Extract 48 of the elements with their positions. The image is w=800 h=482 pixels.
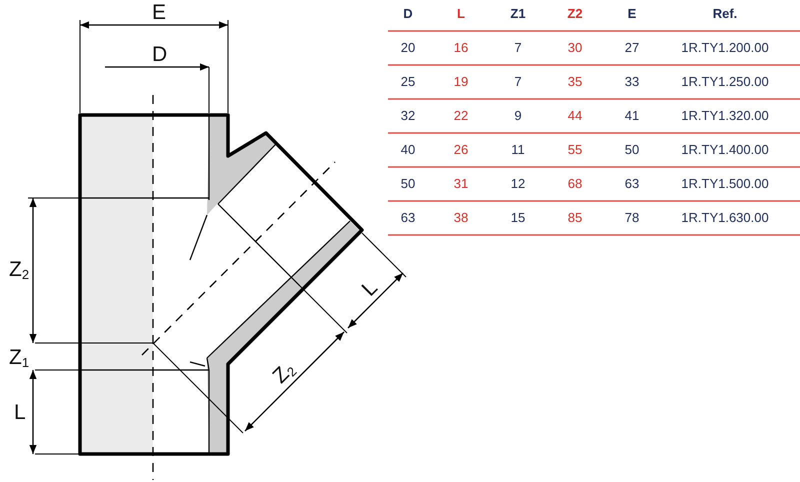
table-value: 50	[624, 143, 640, 156]
table-value: 15	[510, 211, 526, 224]
table-value: 1R.TY1.630.00	[681, 211, 769, 224]
table-value: 1R.TY1.500.00	[681, 177, 769, 190]
table-value: 19	[454, 75, 468, 88]
dimension-label: D	[152, 44, 168, 65]
table-value: 27	[624, 41, 640, 54]
table-value: 40	[400, 143, 416, 156]
table-value: 44	[568, 109, 582, 122]
column-header: L	[457, 7, 465, 20]
column-header: E	[628, 7, 636, 20]
table-value: 32	[400, 109, 416, 122]
table-value: 63	[624, 177, 640, 190]
table-value: 41	[624, 109, 640, 122]
table-value: 85	[568, 211, 582, 224]
table-value: 68	[568, 177, 582, 190]
dimension-label: L	[14, 402, 26, 423]
table-value: 1R.TY1.200.00	[681, 41, 769, 54]
table-value: 9	[514, 109, 522, 122]
table-value: 50	[400, 177, 416, 190]
dimension-label: E	[152, 2, 166, 23]
table-value: 55	[568, 143, 582, 156]
table-value: 16	[454, 41, 468, 54]
column-header: Z2	[567, 7, 583, 20]
column-header: Ref.	[712, 7, 738, 20]
column-header: D	[403, 7, 413, 20]
table-value: 1R.TY1.320.00	[681, 109, 769, 122]
dimension-label: Z$_{1}$	[9, 347, 30, 369]
table-value: 38	[454, 211, 468, 224]
dimension-label: L	[358, 276, 382, 300]
table-value: 26	[454, 143, 468, 156]
table-value: 25	[400, 75, 416, 88]
table-value: 1R.TY1.400.00	[681, 143, 769, 156]
table-value: 78	[624, 211, 640, 224]
table-value: 11	[511, 143, 525, 156]
table-value: 1R.TY1.250.00	[681, 75, 769, 88]
column-header: Z1	[510, 7, 526, 20]
table-value: 22	[454, 109, 468, 122]
table-value: 12	[510, 177, 526, 190]
table-value: 7	[514, 75, 522, 88]
table-value: 20	[400, 41, 416, 54]
table-value: 31	[454, 177, 468, 190]
table-value: 35	[568, 75, 582, 88]
table-value: 7	[514, 41, 522, 54]
table-value: 30	[568, 41, 582, 54]
table-value: 63	[400, 211, 416, 224]
dimension-label: Z$_{2}$	[9, 259, 30, 281]
table-value: 33	[624, 75, 640, 88]
